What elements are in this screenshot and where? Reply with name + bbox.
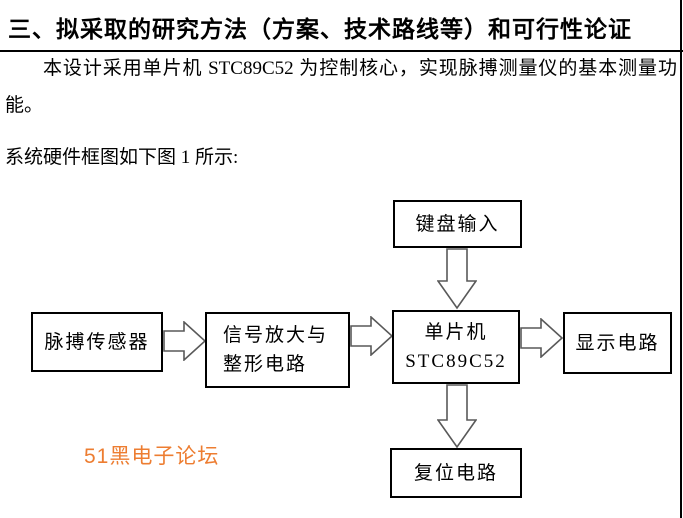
- down-block-arrow-icon: [437, 248, 477, 310]
- right-block-arrow-icon: [350, 316, 394, 356]
- diagram-box-reset-circuit: 复位电路: [390, 448, 522, 498]
- diagram-box-label-line1: 单片机: [424, 322, 488, 343]
- diagram-box-keyboard-input: 键盘输入: [393, 200, 522, 248]
- diagram-box-display-circuit: 显示电路: [563, 312, 672, 374]
- diagram-box-label: 复位电路: [413, 462, 498, 484]
- diagram-box-pulse-sensor: 脉搏传感器: [31, 312, 163, 372]
- diagram-box-label: 脉搏传感器: [44, 331, 150, 353]
- diagram-box-signal-amplify-shape: 信号放大与 整形电路: [205, 312, 350, 388]
- diagram-box-label: 显示电路: [575, 332, 660, 354]
- down-block-arrow-icon: [437, 384, 477, 449]
- right-block-arrow-icon: [520, 318, 564, 358]
- diagram-box-label: 键盘输入: [415, 213, 500, 235]
- body-paragraph: 本设计采用单片机 STC89C52 为控制核心，实现脉搏测量仪的基本测量功能。: [5, 58, 677, 116]
- diagram-box-mcu-stc89c52: 单片机 STC89C52: [392, 310, 520, 384]
- diagram-box-label-line1: 信号放大与: [223, 325, 329, 346]
- table-right-border: [680, 0, 682, 518]
- figure-caption-line: 系统硬件框图如下图 1 所示:: [5, 147, 239, 168]
- diagram-box-label-line2: 整形电路: [223, 354, 308, 375]
- right-block-arrow-icon: [163, 321, 207, 361]
- heading-divider-line: [0, 50, 683, 52]
- section-heading: 三、拟采取的研究方法（方案、技术路线等）和可行性论证: [8, 17, 632, 42]
- diagram-box-label-line2: STC89C52: [405, 351, 507, 372]
- forum-watermark: 51黑电子论坛: [84, 445, 220, 468]
